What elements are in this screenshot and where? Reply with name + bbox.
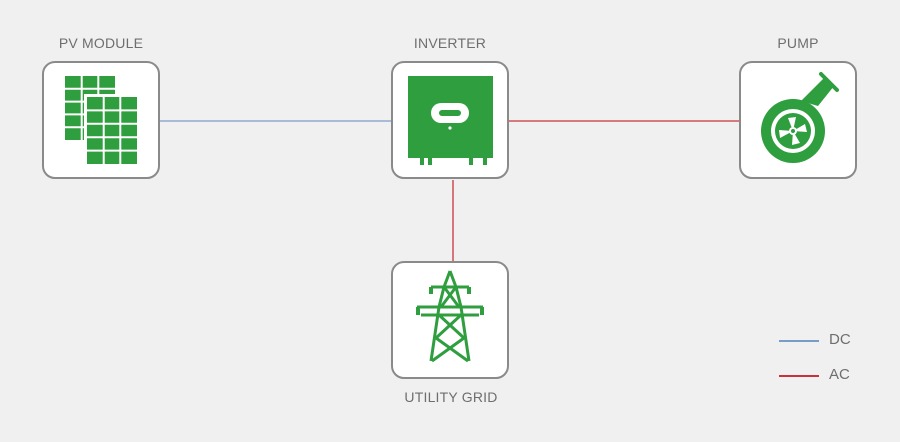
pv-module-label: PV MODULE	[58, 35, 144, 51]
utility-grid-node	[391, 261, 509, 379]
inverter-icon	[408, 76, 493, 165]
pump-label: PUMP	[777, 35, 819, 51]
legend-ac-label: AC	[829, 366, 850, 383]
legend-dc-swatch	[779, 340, 819, 342]
legend-ac-swatch	[779, 375, 819, 377]
pump-icon	[761, 72, 839, 163]
legend-dc-label: DC	[829, 331, 851, 348]
transmission-tower-icon	[416, 270, 484, 363]
inverter-label: INVERTER	[413, 35, 487, 51]
pv-module-node	[42, 61, 160, 179]
pump-node	[739, 61, 857, 179]
solar-panel-icon	[65, 76, 140, 167]
utility-grid-label: UTILITY GRID	[404, 389, 498, 405]
inverter-node	[391, 61, 509, 179]
